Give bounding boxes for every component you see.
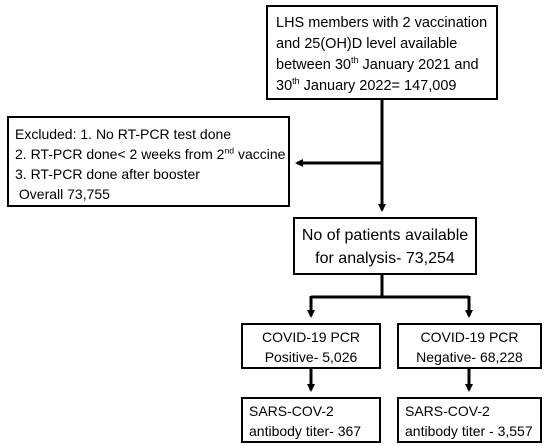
pcr-positive-line-1: COVID-19 PCR xyxy=(261,329,361,345)
titer-positive-line-1: SARS-COV-2 xyxy=(249,403,334,419)
titer-positive-line-2: antibody titer- 367 xyxy=(249,423,362,439)
analysis-line-2: for analysis- 73,254 xyxy=(315,250,455,267)
excluded-line-2: 2. RT-PCR done< 2 weeks from 2nd vaccine xyxy=(15,145,286,162)
pcr-negative-box: COVID-19 PCR Negative- 68,228 xyxy=(397,323,542,369)
eligible-line-1: LHS members with 2 vaccination xyxy=(276,15,488,31)
excluded-line-3: 3. RT-PCR done after booster xyxy=(15,166,200,182)
excluded-line-1: Excluded: 1. No RT-PCR test done xyxy=(15,126,232,142)
eligible-line-3: between 30th January 2021 and xyxy=(276,55,479,73)
titer-negative-line-1: SARS-COV-2 xyxy=(405,403,490,419)
eligible-line-2: and 25(OH)D level available xyxy=(276,36,458,52)
pcr-negative-line-1: COVID-19 PCR xyxy=(420,329,519,345)
pcr-positive-line-2: Positive- 5,026 xyxy=(264,349,358,365)
analysis-line-1: No of patients available xyxy=(301,227,469,244)
antibody-titer-negative-box: SARS-COV-2 antibody titer - 3,557 xyxy=(397,397,542,443)
pcr-negative-line-2: Negative- 68,228 xyxy=(416,349,523,365)
excluded-line-4: Overall 73,755 xyxy=(15,186,110,202)
antibody-titer-positive-box: SARS-COV-2 antibody titer- 367 xyxy=(241,397,381,443)
eligible-line-4: 30th January 2022= 147,009 xyxy=(276,76,457,94)
eligible-members-box: LHS members with 2 vaccination and 25(OH… xyxy=(266,5,498,100)
pcr-positive-box: COVID-19 PCR Positive- 5,026 xyxy=(241,323,381,369)
analysis-box: No of patients available for analysis- 7… xyxy=(293,217,477,275)
excluded-box: Excluded: 1. No RT-PCR test done 2. RT-P… xyxy=(7,116,290,207)
titer-negative-line-2: antibody titer - 3,557 xyxy=(405,423,533,439)
